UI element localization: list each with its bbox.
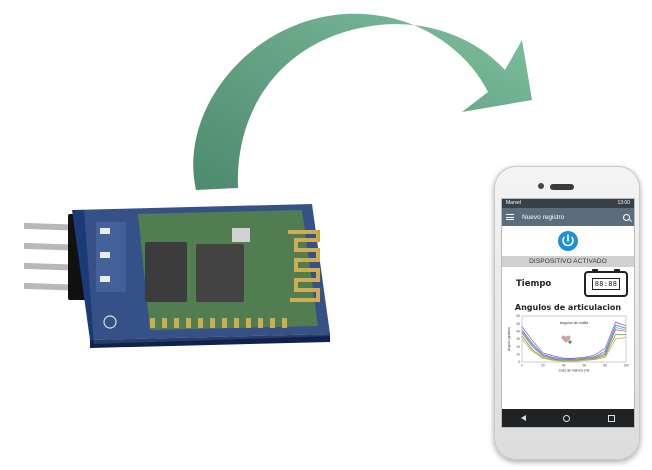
y-tick-label: 60 (516, 314, 520, 318)
search-icon[interactable] (623, 213, 630, 221)
power-button-area (502, 226, 634, 256)
phone-screen: Marvel 13:00 Nuevo registro DISPOSITIVO … (501, 198, 635, 428)
home-icon[interactable] (563, 414, 571, 422)
digital-clock-icon: 88:88 (584, 269, 628, 297)
android-status-bar: Marvel 13:00 (502, 199, 634, 208)
toolbar-title: Nuevo registro (522, 213, 565, 221)
clock-label: 13:00 (617, 200, 630, 206)
x-tick-label: 100 (623, 364, 629, 368)
series-line-0 (521, 329, 627, 361)
y-tick-label: 40 (516, 330, 520, 334)
heart-icon (561, 335, 571, 343)
x-axis-label: Ciclo de marcha (%) (559, 369, 590, 373)
power-icon[interactable] (557, 230, 579, 252)
carrier-label: Marvel (506, 200, 522, 206)
chart-title: Angulos de rodilla (560, 321, 589, 325)
y-tick-label: 50 (516, 322, 520, 326)
series-line-3 (521, 321, 627, 359)
knee-angle-chart: Angulos de rodilla 0 20 40 60 80 100 0 10 20 30 40 5… (502, 312, 634, 378)
recent-apps-icon[interactable] (608, 414, 616, 422)
app-toolbar: Nuevo registro (502, 208, 634, 226)
x-tick-label: 60 (583, 364, 587, 368)
add-badge-icon (568, 340, 572, 344)
front-camera-icon (538, 183, 544, 189)
time-label: Tiempo (516, 279, 552, 289)
earpiece-speaker (550, 184, 574, 190)
hamburger-menu-icon[interactable] (506, 214, 514, 220)
time-row: Tiempo 88:88 (502, 267, 634, 301)
x-tick-label: 40 (562, 364, 566, 368)
y-axis-label: Angulo (grados) (507, 327, 511, 351)
angles-title: Angulos de articulacion (514, 303, 622, 312)
y-tick-label: 20 (516, 345, 520, 349)
x-tick-label: 20 (541, 364, 545, 368)
device-status-banner: DISPOSITIVO ACTIVADO (502, 256, 634, 267)
back-icon[interactable] (520, 415, 526, 421)
series-line-2 (521, 334, 626, 361)
y-tick-label: 10 (516, 353, 520, 357)
smartphone: Marvel 13:00 Nuevo registro DISPOSITIVO … (494, 166, 640, 460)
x-tick-label: 0 (521, 364, 523, 368)
clock-display: 88:88 (591, 278, 621, 290)
series-line-5 (521, 327, 627, 361)
android-nav-bar (502, 409, 634, 427)
series-line-4 (521, 337, 627, 362)
y-tick-label: 0 (518, 360, 520, 364)
knee-angle-chart-svg: Angulos de rodilla 0 20 40 60 80 100 0 10 20 30 40 5… (507, 314, 629, 373)
y-tick-label: 30 (516, 337, 520, 341)
x-tick-label: 80 (603, 364, 607, 368)
